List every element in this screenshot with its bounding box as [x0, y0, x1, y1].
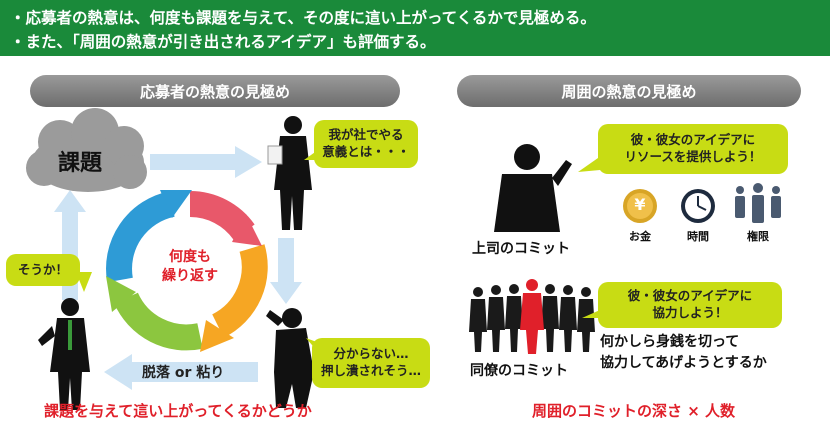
- authority-icon: [735, 183, 781, 223]
- peer-bubble-line-1: 彼・彼女のアイデアに: [627, 288, 753, 304]
- bubble-bottom-line-1: 分からない…: [333, 346, 409, 362]
- peers-silhouette: [469, 284, 595, 352]
- arrow-left-bottom: [104, 354, 258, 390]
- arrow-label: 脱落 or 粘り: [142, 365, 225, 381]
- right-caption: 周囲のコミットの深さ × 人数: [532, 402, 736, 420]
- header-banner: ・応募者の熱意は、何度も課題を与えて、その度に這い上がってくるかで見極める。 ・…: [0, 0, 830, 56]
- peer-text-line-1: 何かしら身銭を切って: [600, 334, 740, 350]
- green-tie: [68, 320, 72, 350]
- header-line-2: ・また、「周囲の熱意が引き出されるアイデア」も評価する。: [10, 33, 436, 51]
- cloud-shape: [26, 108, 147, 192]
- cloud-label: 課題: [58, 151, 103, 176]
- header-line-1: ・応募者の熱意は、何度も課題を与えて、その度に這い上がってくるかで見極める。: [10, 9, 596, 27]
- money-label: お金: [629, 230, 651, 243]
- paper-shape: [267, 145, 283, 165]
- clock-label: 時間: [687, 230, 709, 243]
- arrow-down-right: [270, 238, 302, 304]
- cycle-label-line-2: 繰り返す: [162, 267, 218, 284]
- boss-label: 上司のコミット: [472, 241, 570, 257]
- peer-bubble: 彼・彼女のアイデアに 協力しよう！: [598, 282, 782, 328]
- bubble-left-pointer: [76, 272, 92, 292]
- bubble-left-text: そうか！: [17, 261, 68, 277]
- bubble-top: 我が社でやる 意義とは・・・: [314, 120, 418, 168]
- bubble-bottom: 分からない… 押し潰されそう…: [312, 338, 430, 388]
- boss-bubble-line-2: リソースを提供しよう！: [624, 149, 762, 164]
- left-panel-title: 応募者の熱意の見極め: [30, 75, 400, 107]
- peer-label: 同僚のコミット: [470, 363, 568, 379]
- boss-silhouette: [494, 144, 572, 232]
- cycle-arrowheads: [106, 190, 262, 352]
- bubble-bottom-line-2: 押し潰されそう…: [320, 363, 421, 378]
- peer-text: 何かしら身銭を切って 協力してあげようとするか: [600, 332, 767, 374]
- clock-icon: [681, 189, 715, 223]
- boss-bubble: 彼・彼女のアイデアに リソースを提供しよう！: [598, 124, 788, 174]
- peer-text-line-2: 協力してあげようとするか: [600, 355, 767, 371]
- authority-label: 権限: [747, 230, 769, 243]
- boss-bubble-line-1: 彼・彼女のアイデアに: [630, 132, 756, 148]
- money-glyph: ¥: [634, 195, 646, 214]
- peer-bubble-line-2: 協力しよう！: [652, 305, 728, 320]
- money-icon: [623, 189, 657, 223]
- peer-bubble-pointer: [582, 310, 600, 318]
- bubble-top-line-1: 我が社でやる: [328, 127, 404, 143]
- right-panel-title: 周囲の熱意の見極め: [457, 75, 801, 107]
- person-bottom-silhouette: [266, 308, 314, 408]
- highlighted-peer-silhouette: [520, 279, 544, 354]
- cycle-label: 何度も 繰り返す: [150, 248, 230, 286]
- person-top-silhouette: [274, 116, 312, 230]
- cycle-label-line-1: 何度も: [169, 249, 211, 265]
- person-left-silhouette: [38, 298, 90, 410]
- left-caption: 課題を与えて這い上がってくるかどうか: [44, 402, 312, 420]
- boss-bubble-pointer: [578, 158, 600, 172]
- arrow-right-top: [150, 146, 262, 178]
- bubble-left: そうか！: [6, 254, 80, 286]
- bubble-top-line-2: 意義とは・・・: [322, 144, 410, 159]
